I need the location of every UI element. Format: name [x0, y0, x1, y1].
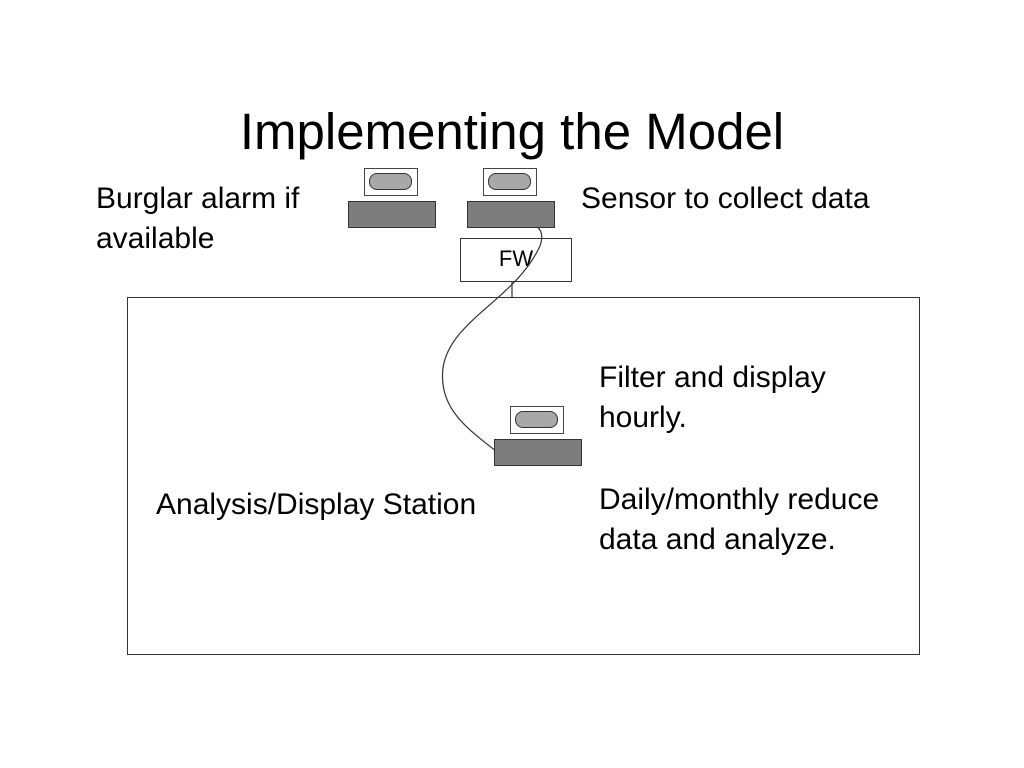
monitor-icon	[483, 168, 537, 196]
computer-base-icon	[494, 439, 582, 466]
burglar-alarm-label: Burglar alarm if available	[96, 179, 299, 259]
slide-title: Implementing the Model	[239, 103, 785, 160]
screen-icon	[488, 173, 531, 190]
screen-icon	[369, 173, 412, 190]
monitor-icon	[364, 168, 418, 196]
firewall-box	[460, 238, 572, 282]
daily-reduce-line-2: data and analyze.	[599, 523, 836, 556]
station-computer-icon	[494, 406, 582, 466]
station-label: Analysis/Display Station	[156, 488, 477, 521]
sensor-computer-icon	[467, 168, 555, 228]
monitor-icon	[510, 406, 564, 434]
internal-network-box	[127, 297, 920, 655]
filter-display-line-1: Filter and display	[599, 361, 826, 394]
burglar-alarm-label-line-2: available	[96, 222, 215, 255]
computer-base-icon	[348, 201, 436, 228]
screen-icon	[515, 411, 558, 428]
sensor-label: Sensor to collect data	[581, 182, 870, 215]
filter-display-line-2: hourly.	[599, 401, 687, 434]
daily-reduce-line-1: Daily/monthly reduce	[599, 483, 880, 516]
firewall-to-station-cable	[441, 245, 541, 453]
daily-reduce-label: Daily/monthly reduce data and analyze.	[599, 480, 879, 560]
filter-display-label: Filter and display hourly.	[599, 358, 826, 438]
computer-base-icon	[467, 201, 555, 228]
burglar-alarm-label-line-1: Burglar alarm if	[96, 182, 300, 215]
burglar-alarm-computer-icon	[348, 168, 436, 228]
